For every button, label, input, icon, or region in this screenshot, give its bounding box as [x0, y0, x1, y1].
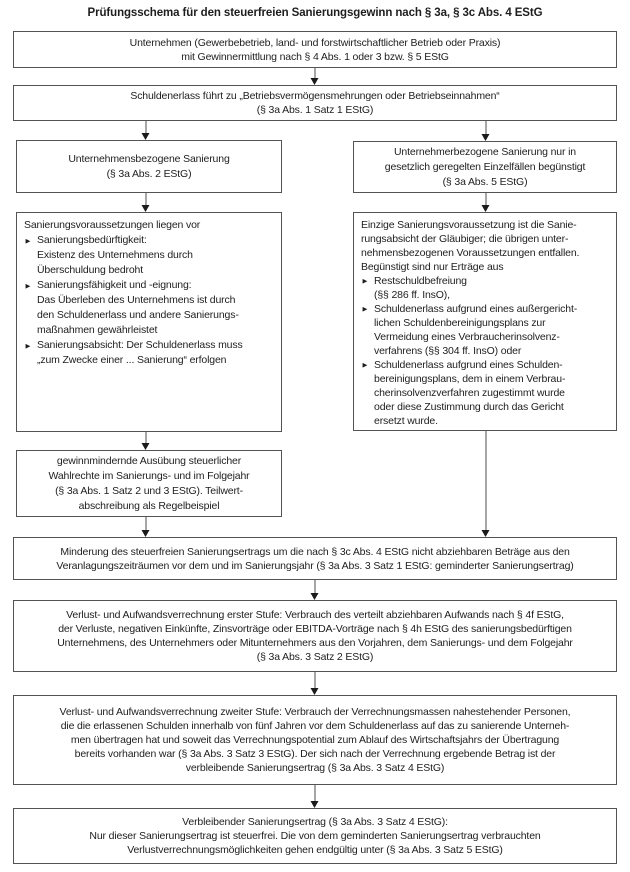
box-minderung: Minderung des steuerfreien Sanierungsert… — [13, 537, 617, 580]
box-text: Verlust- und Aufwandsverrechnung erster … — [57, 609, 573, 663]
arrow-down-icon — [481, 121, 491, 141]
arrow-down-icon — [310, 672, 320, 695]
box-intro: Sanierungsvoraussetzungen liegen vor — [24, 219, 201, 231]
box-unternehmen: Unternehmen (Gewerbebetrieb, land- und f… — [13, 31, 617, 68]
bullet-triangle-icon: ► — [361, 360, 369, 370]
list-item: ► Schuldenerlass aufgrund eines außerger… — [361, 302, 610, 358]
box-text: Unternehmen (Gewerbebetrieb, land- und f… — [129, 36, 501, 63]
arrow-down-icon — [141, 517, 151, 537]
box-verrechnung-stufe2: Verlust- und Aufwandsverrechnung zweiter… — [13, 695, 617, 785]
list-item: ► Sanierungsfähigkeit und -eignung: Das … — [24, 278, 275, 338]
bullet-text: Schuldenerlass aufgrund eines außergeric… — [374, 303, 578, 357]
box-text: Unternehmerbezogene Sanierung nur in ges… — [384, 145, 586, 188]
bullet-triangle-icon: ► — [24, 281, 32, 291]
list-item: ► Schuldenerlass aufgrund eines Schulden… — [361, 358, 610, 428]
box-wahlrechte: gewinnmindernde Ausübung steuerlicher Wa… — [16, 450, 282, 517]
box-text: Schuldenerlass führt zu „Betriebsvermöge… — [130, 90, 500, 116]
arrow-down-icon — [310, 68, 320, 85]
arrow-down-icon — [141, 121, 151, 140]
box-text: Verlust- und Aufwandsverrechnung zweiter… — [59, 706, 571, 774]
bullet-text: Schuldenerlass aufgrund eines Schulden- … — [374, 359, 566, 427]
bullet-triangle-icon: ► — [24, 236, 32, 246]
box-text: Minderung des steuerfreien Sanierungsert… — [56, 545, 574, 572]
box-schuldenerlass: Schuldenerlass führt zu „Betriebsvermöge… — [13, 85, 617, 121]
box-einzige-voraussetzung: Einzige Sanierungsvoraussetzung ist die … — [353, 212, 617, 431]
arrow-down-icon — [481, 193, 491, 212]
box-text: gewinnmindernde Ausübung steuerlicher Wa… — [48, 454, 250, 512]
arrow-down-icon — [310, 580, 320, 600]
box-verrechnung-stufe1: Verlust- und Aufwandsverrechnung erster … — [13, 600, 617, 672]
arrow-down-icon — [481, 431, 491, 537]
bullet-text: Sanierungsabsicht: Der Schuldenerlass mu… — [37, 339, 243, 366]
list-item: ► Sanierungsabsicht: Der Schuldenerlass … — [24, 338, 275, 368]
arrow-down-icon — [141, 193, 151, 212]
arrow-down-icon — [141, 432, 151, 450]
bullet-triangle-icon: ► — [24, 341, 32, 351]
bullet-text: Sanierungsfähigkeit und -eignung: Das Üb… — [37, 279, 239, 336]
box-text: Unternehmensbezogene Sanierung (§ 3a Abs… — [68, 152, 230, 180]
bullet-text: Restschuldbefreiung (§§ 286 ff. InsO), — [374, 275, 467, 301]
list-item: ► Restschuldbefreiung (§§ 286 ff. InsO), — [361, 274, 610, 302]
box-text: Verbleibender Sanierungsertrag (§ 3a Abs… — [89, 816, 541, 856]
page-title: Prüfungsschema für den steuerfreien Sani… — [87, 7, 543, 19]
box-sanierungsvoraussetzungen: Sanierungsvoraussetzungen liegen vor ► S… — [16, 212, 282, 432]
bullet-triangle-icon: ► — [361, 276, 369, 286]
box-verbleibender-ertrag: Verbleibender Sanierungsertrag (§ 3a Abs… — [13, 808, 617, 864]
arrow-down-icon — [310, 785, 320, 808]
bullet-text: Sanierungsbedürftigkeit: Existenz des Un… — [37, 234, 193, 276]
box-unternehmerbezogene-sanierung: Unternehmerbezogene Sanierung nur in ges… — [353, 141, 617, 193]
list-item: ► Sanierungsbedürftigkeit: Existenz des … — [24, 233, 275, 278]
bullet-triangle-icon: ► — [361, 304, 369, 314]
box-intro: Einzige Sanierungsvoraussetzung ist die … — [361, 219, 580, 273]
box-unternehmensbezogene-sanierung: Unternehmensbezogene Sanierung (§ 3a Abs… — [16, 140, 282, 193]
